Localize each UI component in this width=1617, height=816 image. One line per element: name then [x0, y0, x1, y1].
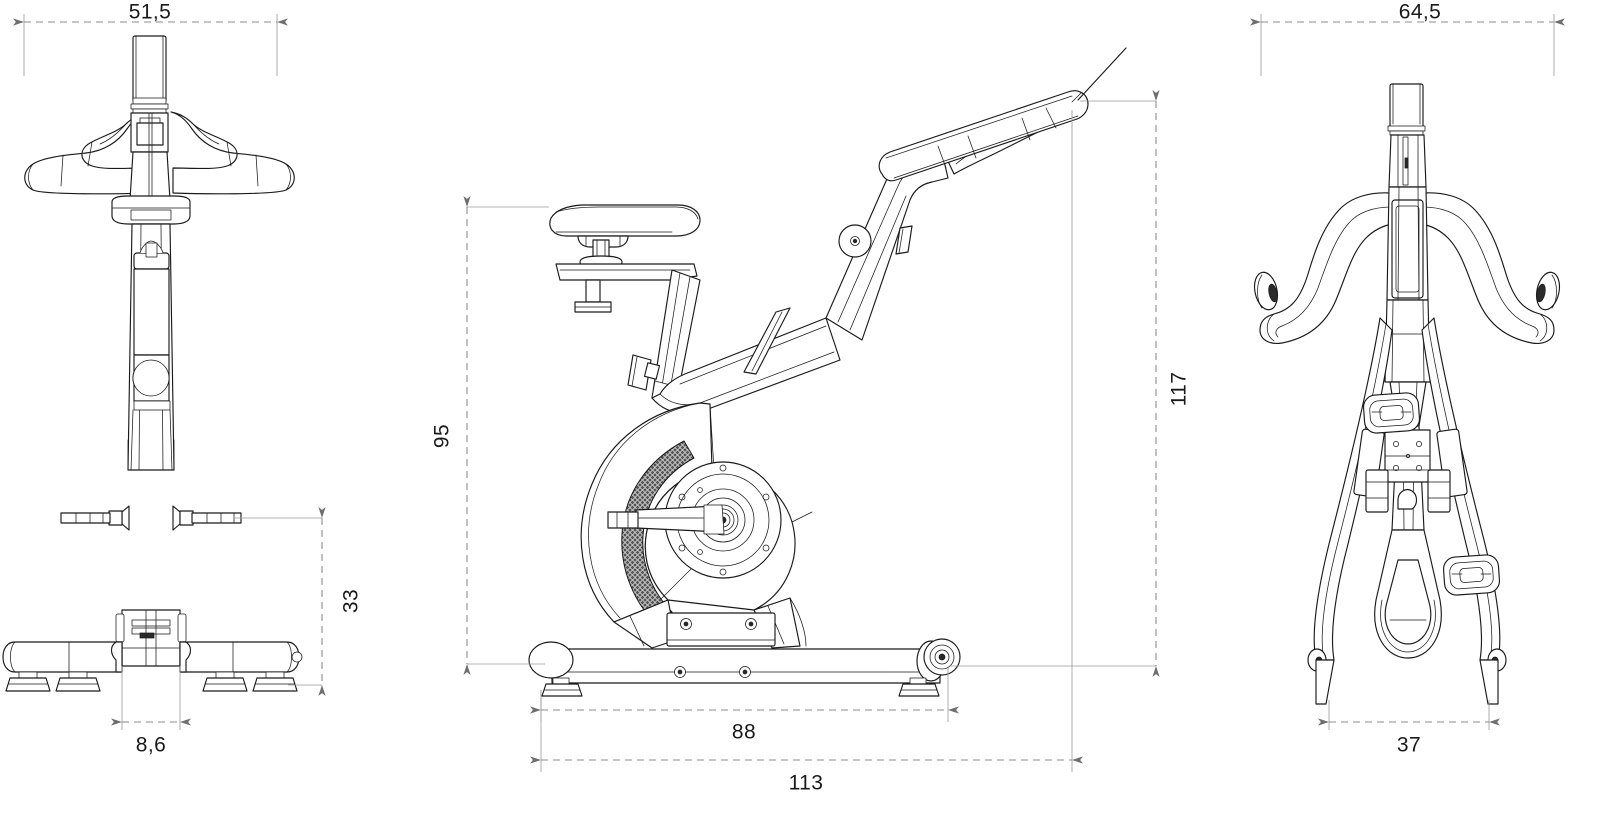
- rear-crank-assembly: [1353, 428, 1468, 513]
- dim-rear-base-width: 37: [1397, 734, 1421, 757]
- front-leveling-foot-1: [5, 671, 51, 692]
- side-seat-adjust-knob: [627, 354, 661, 391]
- front-view-dimensions: 51,5 8,6 33: [13, 1, 363, 757]
- rear-handlebar: [1253, 192, 1561, 345]
- front-pedals: [60, 505, 242, 531]
- front-stem: [129, 112, 171, 201]
- dim-side-total-height: 117: [1168, 372, 1191, 407]
- dim-side-base-length: 88: [732, 721, 756, 744]
- rear-base-endcaps: [1307, 648, 1507, 705]
- front-view: [2, 35, 303, 692]
- rear-view-dimensions: 64,5 37: [1250, 1, 1565, 757]
- side-view-dimensions: 95 88 113 117: [431, 90, 1191, 795]
- dim-front-foot-spacing: 8,6: [136, 734, 166, 757]
- side-seat-carriage: [555, 263, 698, 313]
- rear-view: [1253, 83, 1561, 705]
- dim-rear-width: 64,5: [1399, 1, 1441, 24]
- front-post-collar: [111, 195, 191, 225]
- front-handlebar: [24, 111, 295, 195]
- side-view: [528, 47, 1127, 697]
- front-base-hub: [115, 609, 187, 667]
- dim-side-saddle-height: 95: [431, 424, 454, 448]
- dim-front-pedal-height: 33: [340, 589, 363, 613]
- front-leveling-foot-4: [252, 671, 298, 692]
- front-leveling-foot-2: [55, 671, 101, 692]
- rear-base-frame: [1374, 529, 1442, 659]
- side-saddle: [549, 204, 701, 269]
- side-transport-wheel: [916, 638, 961, 682]
- side-base-rail: [528, 638, 961, 697]
- rear-console: [1387, 83, 1426, 136]
- dim-side-total-length: 113: [789, 772, 824, 795]
- side-leveling-foot-rear: [898, 677, 940, 697]
- side-leveling-foot-front: [541, 677, 583, 697]
- side-frame: [651, 47, 1127, 415]
- side-controller-box: [666, 612, 776, 647]
- side-flywheel-housing: [580, 402, 813, 641]
- rear-stem: [1388, 134, 1427, 188]
- front-console: [130, 35, 169, 114]
- dim-front-width: 51,5: [129, 1, 171, 24]
- front-base-bar: [2, 641, 303, 692]
- front-main-column: [127, 223, 175, 471]
- rear-pedal-right: [1442, 554, 1501, 596]
- rear-pedal-left: [1362, 392, 1421, 434]
- front-leveling-foot-3: [202, 671, 248, 692]
